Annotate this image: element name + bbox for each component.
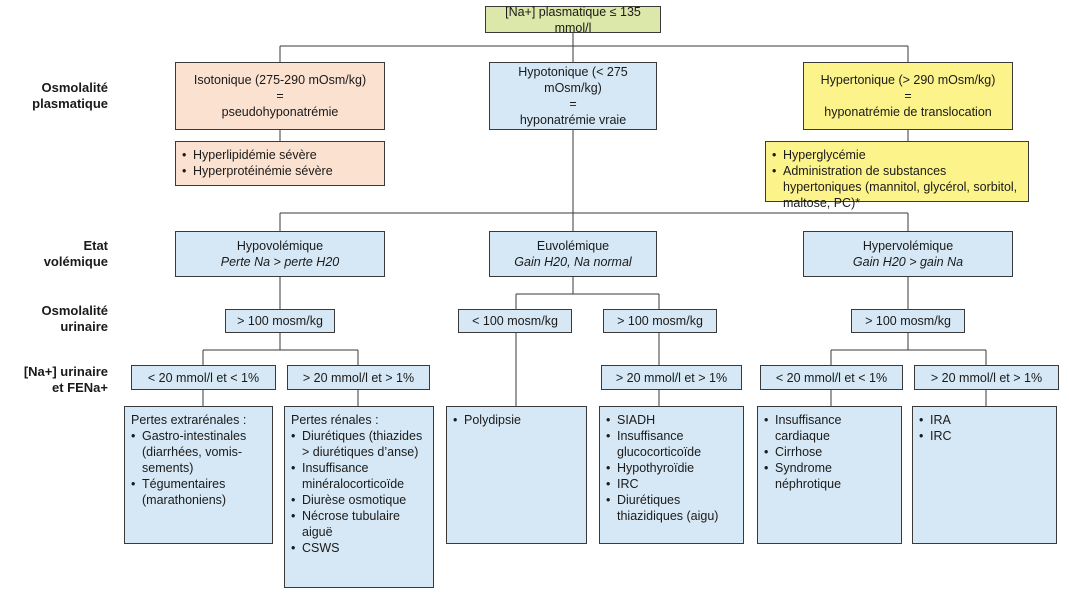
- list-item: Administration de substances hypertoniqu…: [772, 163, 1022, 211]
- osm-urine-eu-high: > 100 mosm/kg: [603, 309, 717, 333]
- list-item: Syndrome néphrotique: [764, 460, 895, 492]
- list-item: Hypothyroïdie: [606, 460, 737, 476]
- leaf-head: Pertes extrarénales :: [131, 413, 247, 427]
- euvolemic-title: Euvolémique: [536, 239, 610, 253]
- osm-urine-eu-low: < 100 mosm/kg: [458, 309, 572, 333]
- list-item: SIADH: [606, 412, 737, 428]
- na-urine-hypo-high: > 20 mmol/l et > 1%: [287, 365, 430, 390]
- na-urine-hyper-high: > 20 mmol/l et > 1%: [914, 365, 1059, 390]
- list-item: Diurétiques (thiazides > diurétiques d’a…: [291, 428, 427, 460]
- hypervolemic-node: Hypervolémique Gain H20 > gain Na: [803, 231, 1013, 277]
- leaf-head: Pertes rénales :: [291, 413, 379, 427]
- list-item: Hyperlipidémie sévère: [182, 147, 378, 163]
- leaf-insuffisance-cardiaque: Insuffisance cardiaque Cirrhose Syndrome…: [757, 406, 902, 544]
- leaf-pertes-extrarenales: Pertes extrarénales : Gastro-intestinale…: [124, 406, 273, 544]
- hypotonic-node: Hypotonique (< 275 mOsm/kg) = hyponatrém…: [489, 62, 657, 130]
- isotonic-node: Isotonique (275-290 mOsm/kg) = pseudohyp…: [175, 62, 385, 130]
- isotonic-eq: =: [276, 89, 284, 103]
- osm-urine-hyper: > 100 mosm/kg: [851, 309, 965, 333]
- list-item: Nécrose tubulaire aiguë: [291, 508, 427, 540]
- na-urine-eu-high-label: > 20 mmol/l et > 1%: [615, 370, 728, 385]
- list-item: CSWS: [291, 540, 427, 556]
- leaf-pertes-renales: Pertes rénales : Diurétiques (thiazides …: [284, 406, 434, 588]
- top-node-label: [Na+] plasmatique ≤ 135 mmol/l: [505, 4, 641, 35]
- list-item: Diurèse osmotique: [291, 492, 427, 508]
- osm-urine-eu-low-label: < 100 mosm/kg: [472, 314, 558, 328]
- hypervolemic-title: Hypervolémique: [862, 239, 954, 253]
- hypovolemic-node: Hypovolémique Perte Na > perte H20: [175, 231, 385, 277]
- na-urine-hyper-low: < 20 mmol/l et < 1%: [760, 365, 903, 390]
- hypervolemic-sub: Gain H20 > gain Na: [852, 255, 964, 269]
- list-item: IRA: [919, 412, 1050, 428]
- hypotonic-eq: =: [569, 97, 577, 111]
- list-item: Hyperglycémie: [772, 147, 1022, 163]
- na-urine-hypo-low-label: < 20 mmol/l et < 1%: [147, 370, 260, 385]
- isotonic-result: pseudohyponatrémie: [221, 105, 339, 119]
- leaf-ira-irc: IRA IRC: [912, 406, 1057, 544]
- osm-urine-eu-high-label: > 100 mosm/kg: [617, 314, 703, 328]
- list-item: IRC: [606, 476, 737, 492]
- osm-urine-hypo: > 100 mosm/kg: [225, 309, 335, 333]
- list-item: Diurétiques thiazidiques (aigu): [606, 492, 737, 524]
- euvolemic-node: Euvolémique Gain H20, Na normal: [489, 231, 657, 277]
- hypovolemic-title: Hypovolémique: [236, 239, 324, 253]
- list-item: Tégumentaires (marathoniens): [131, 476, 266, 508]
- list-item: Insuffisance cardiaque: [764, 412, 895, 444]
- list-item: Insuffisance minéralocorticoïde: [291, 460, 427, 492]
- hypertonic-result: hyponatrémie de translocation: [824, 105, 992, 119]
- list-item: IRC: [919, 428, 1050, 444]
- isotonic-causes: Hyperlipidémie sévère Hyperprotéinémie s…: [175, 141, 385, 186]
- na-urine-hypo-high-label: > 20 mmol/l et > 1%: [302, 370, 415, 385]
- isotonic-title: Isotonique (275-290 mOsm/kg): [193, 73, 367, 87]
- list-item: Gastro-intestinales (diarrhées, vomis-se…: [131, 428, 266, 476]
- hypotonic-title: Hypotonique (< 275 mOsm/kg): [518, 65, 628, 95]
- row-label-etat-volemique: Etat volémique: [43, 238, 108, 269]
- hypertonic-eq: =: [904, 89, 912, 103]
- osm-urine-hypo-label: > 100 mosm/kg: [237, 314, 323, 328]
- euvolemic-sub: Gain H20, Na normal: [514, 255, 632, 269]
- top-node: [Na+] plasmatique ≤ 135 mmol/l: [485, 4, 661, 35]
- row-label-na-urine: [Na+] urinaire et FENa+: [23, 364, 108, 395]
- list-item: Hyperprotéinémie sévère: [182, 163, 378, 179]
- row-label-osm-plasma: Osmolalité plasmatique: [32, 80, 108, 111]
- na-urine-hypo-low: < 20 mmol/l et < 1%: [131, 365, 276, 390]
- list-item: Cirrhose: [764, 444, 895, 460]
- leaf-polydipsie: Polydipsie: [446, 406, 587, 544]
- osm-urine-hyper-label: > 100 mosm/kg: [865, 314, 951, 328]
- list-item: Insuffisance glucocorticoïde: [606, 428, 737, 460]
- row-label-osm-urine: Osmolalité urinaire: [41, 303, 108, 334]
- na-urine-eu-high: > 20 mmol/l et > 1%: [601, 365, 742, 390]
- leaf-siadh: SIADH Insuffisance glucocorticoïde Hypot…: [599, 406, 744, 544]
- na-urine-hyper-high-label: > 20 mmol/l et > 1%: [930, 370, 1043, 385]
- hypertonic-title: Hypertonique (> 290 mOsm/kg): [820, 73, 996, 87]
- hypertonic-causes: Hyperglycémie Administration de substanc…: [765, 141, 1029, 210]
- list-item: Polydipsie: [453, 412, 580, 428]
- hypotonic-result: hyponatrémie vraie: [519, 113, 627, 127]
- hypertonic-node: Hypertonique (> 290 mOsm/kg) = hyponatré…: [803, 62, 1013, 130]
- na-urine-hyper-low-label: < 20 mmol/l et < 1%: [775, 370, 888, 385]
- hypovolemic-sub: Perte Na > perte H20: [220, 255, 340, 269]
